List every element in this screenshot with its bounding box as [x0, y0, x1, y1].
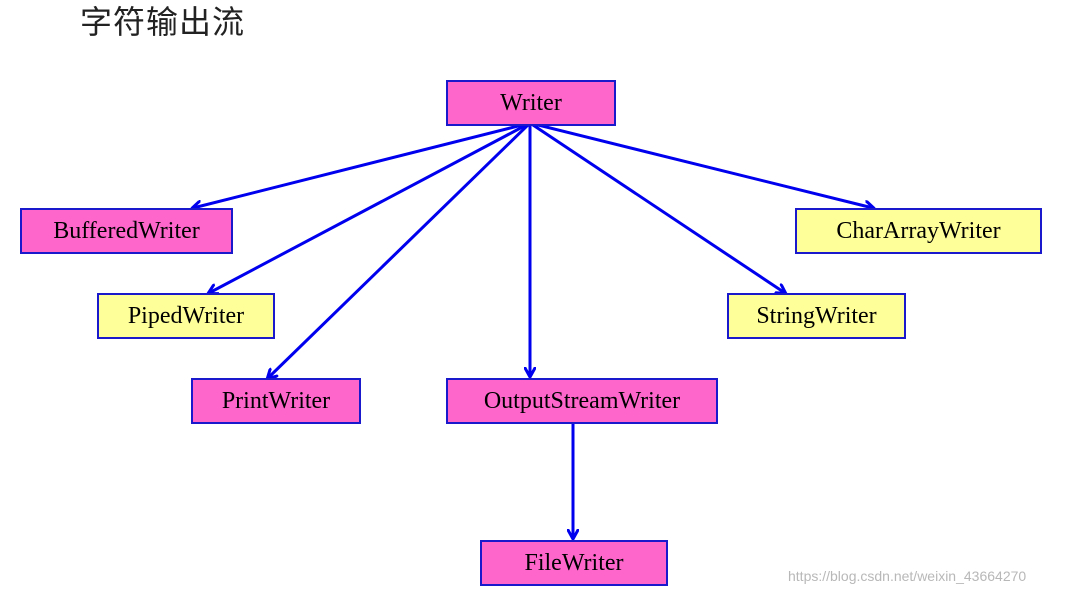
node-char-array-writer: CharArrayWriter [795, 208, 1042, 254]
arrow-writer-to-buffered-writer [193, 121, 531, 208]
watermark: https://blog.csdn.net/weixin_43664270 [788, 568, 1027, 584]
node-file-writer: FileWriter [480, 540, 668, 586]
node-writer: Writer [446, 80, 616, 126]
arrow-writer-to-print-writer [268, 121, 532, 378]
node-output-stream-writer: OutputStreamWriter [446, 378, 718, 424]
arrow-writer-to-string-writer [529, 121, 785, 293]
node-piped-writer: PipedWriter [97, 293, 275, 339]
node-buffered-writer: BufferedWriter [20, 208, 233, 254]
page-title: 字符输出流 [80, 3, 246, 41]
node-print-writer: PrintWriter [191, 378, 361, 424]
arrow-writer-to-piped-writer [209, 121, 531, 293]
node-string-writer: StringWriter [727, 293, 906, 339]
arrow-writer-to-char-array-writer [529, 121, 873, 208]
